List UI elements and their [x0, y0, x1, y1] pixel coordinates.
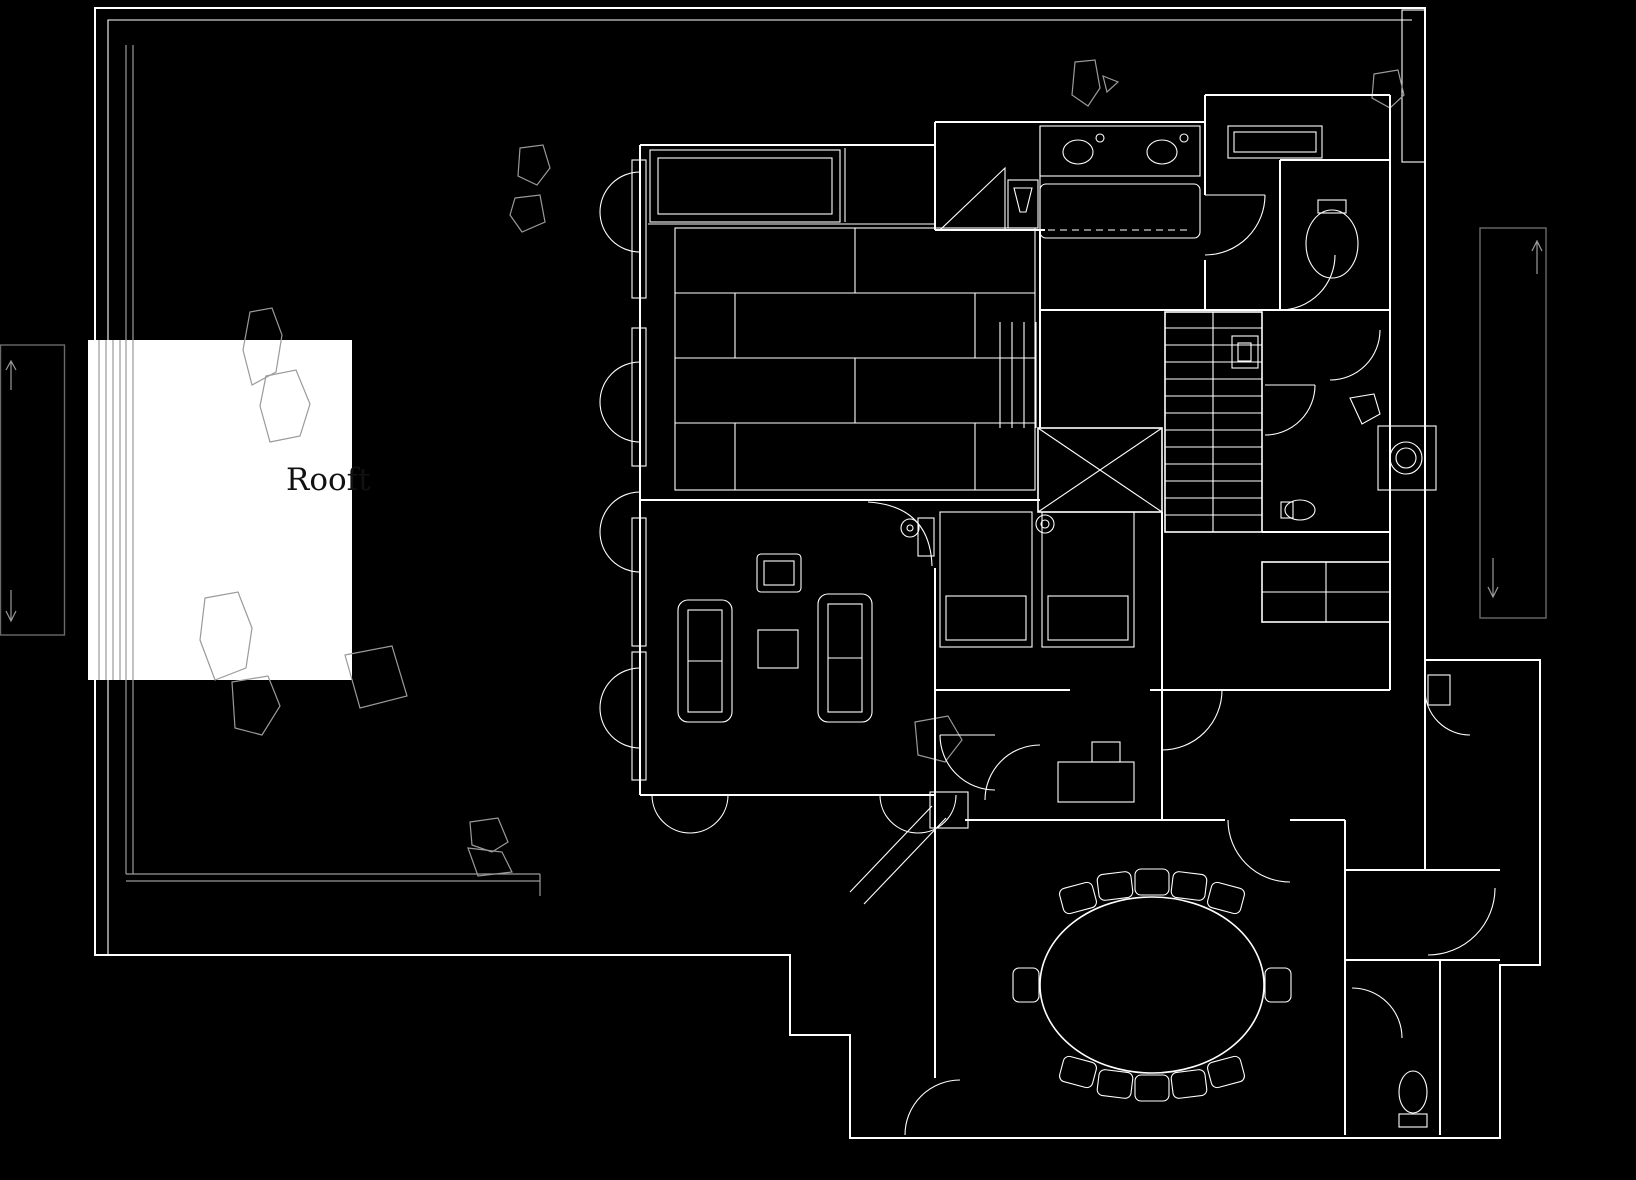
- entry-ramp: [849, 805, 947, 905]
- ceiling-light-icon: [1035, 514, 1055, 534]
- door-arc: [1329, 329, 1381, 381]
- shaft-box: [1231, 335, 1259, 369]
- bed: [939, 511, 1033, 648]
- rooftop-label: Rooft: [286, 462, 371, 498]
- soaking-tub: [1305, 199, 1359, 279]
- terrace-railing: [98, 45, 541, 896]
- dining-room: [1012, 868, 1292, 1102]
- dining-table: [1039, 896, 1265, 1074]
- arrow-up-icon: [1531, 239, 1543, 274]
- windows: [631, 159, 647, 781]
- door-arc: [939, 734, 996, 791]
- arrow-down-icon: [5, 590, 17, 623]
- shoe-cabinet: [1057, 761, 1135, 803]
- faucet-icon: [1095, 133, 1105, 143]
- bathroom-suite: [938, 125, 1359, 279]
- toilet: [1398, 1070, 1428, 1114]
- door-arc: [1204, 194, 1266, 256]
- faucet-icon: [1179, 133, 1189, 143]
- door-pivot: [900, 518, 920, 538]
- slide-door-arc: [599, 361, 641, 443]
- elevator-shaft: [1037, 427, 1163, 513]
- arrow-down-icon: [1487, 558, 1499, 599]
- slide-door-arc: [599, 667, 641, 749]
- right-lift-marker: [1479, 227, 1547, 619]
- shoji-screen: [999, 322, 1037, 428]
- entry-step: [929, 791, 969, 829]
- interior-walls: [639, 94, 1500, 1135]
- sink-basin: [1146, 139, 1178, 165]
- bathtub: [1039, 183, 1201, 239]
- sofa-left: [677, 599, 733, 723]
- garden-rocks: [199, 59, 1405, 877]
- tatami-grid: [674, 227, 1036, 491]
- dining-chairs: [1012, 868, 1292, 1102]
- door-arc: [1427, 887, 1496, 956]
- sofa-right: [817, 593, 873, 723]
- shower-area: [938, 166, 1039, 231]
- door-arc: [1424, 689, 1471, 736]
- tatami-room: [649, 149, 1037, 491]
- door-arc: [1161, 689, 1223, 751]
- door-arc: [1264, 384, 1316, 436]
- rooftop-terrace: Rooft: [88, 340, 371, 680]
- door-arc: [1351, 987, 1403, 1039]
- sink-basin: [1062, 139, 1094, 165]
- bed: [1041, 511, 1135, 648]
- slide-door-arc: [599, 171, 641, 253]
- door-arc: [984, 744, 1041, 801]
- side-chair: [756, 553, 802, 593]
- washing-machine: [1377, 425, 1437, 491]
- door-arc: [904, 1079, 961, 1136]
- living-room: [677, 518, 920, 723]
- tokonoma: [649, 149, 841, 223]
- arrow-up-icon: [5, 359, 17, 390]
- door-arc: [1227, 819, 1291, 883]
- left-lift-marker: [0, 344, 66, 636]
- coffee-table: [757, 629, 799, 669]
- slide-door-arc: [599, 491, 641, 573]
- middle-bathroom: [1280, 393, 1437, 521]
- door-arc: [1279, 254, 1336, 311]
- wash-basin: [1349, 393, 1381, 425]
- bench: [1227, 125, 1323, 159]
- slide-door-arc: [879, 794, 957, 834]
- toilet: [1280, 499, 1316, 521]
- nightstand: [917, 517, 935, 557]
- stairs: [1164, 311, 1263, 533]
- entrance-hall: [849, 741, 1135, 905]
- slide-door-arc: [651, 794, 729, 834]
- twin-bedroom: [917, 511, 1135, 648]
- door-swings: [599, 171, 1496, 1136]
- rooftop-paper-area: [88, 340, 352, 680]
- vanity-counter: [1039, 125, 1201, 177]
- powder-room: [1398, 1070, 1428, 1128]
